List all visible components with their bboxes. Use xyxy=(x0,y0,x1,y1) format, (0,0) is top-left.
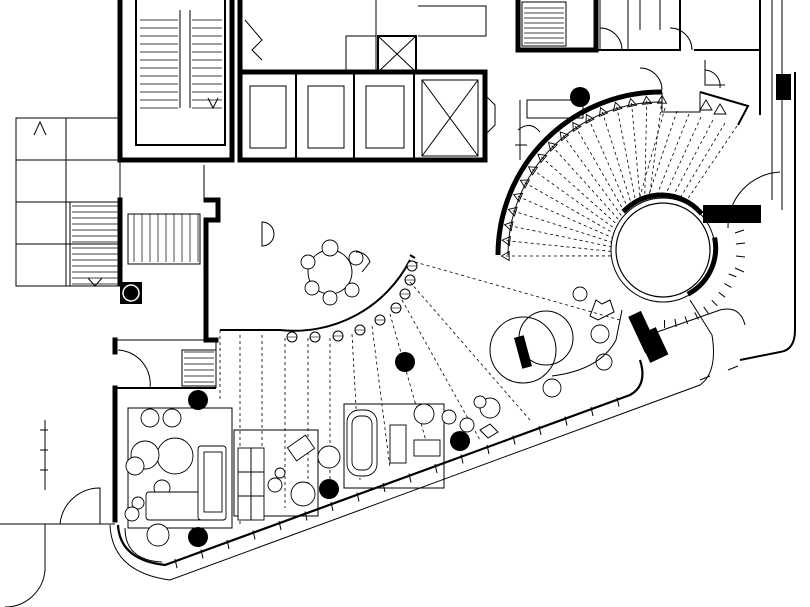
elevator-car-2 xyxy=(307,85,345,149)
dashed-guides xyxy=(219,261,621,525)
column-3 xyxy=(319,479,339,499)
lounge-zone-2 xyxy=(233,429,341,521)
facade-right xyxy=(727,0,796,361)
stair-top-right xyxy=(515,0,761,115)
stair-lower-left xyxy=(0,337,217,607)
elevator-car-3 xyxy=(365,85,405,149)
wall-stub xyxy=(703,205,761,223)
circular-lift xyxy=(610,192,761,328)
column-4 xyxy=(450,431,470,451)
elevator-car-1 xyxy=(249,85,287,149)
stair-exterior-left xyxy=(15,117,123,287)
stair-small-left xyxy=(120,165,275,343)
lounge-zone-1 xyxy=(124,390,233,547)
lounge-zone-3 xyxy=(343,352,475,489)
service-elevator xyxy=(421,79,479,157)
elevator-bank xyxy=(237,0,496,163)
lounge-zone-4 xyxy=(473,286,669,439)
column-8 xyxy=(637,327,669,363)
column-1 xyxy=(188,390,208,410)
round-table-with-chairs xyxy=(300,239,371,306)
shaft xyxy=(377,35,417,73)
column-5 xyxy=(395,352,415,372)
curved-feature-stair xyxy=(495,87,750,262)
column-2 xyxy=(188,527,208,547)
stair-core-top xyxy=(117,0,243,163)
column-facade xyxy=(776,74,791,100)
column-stair-top xyxy=(570,87,590,107)
column-6 xyxy=(514,335,532,369)
floor-edge xyxy=(109,254,746,581)
